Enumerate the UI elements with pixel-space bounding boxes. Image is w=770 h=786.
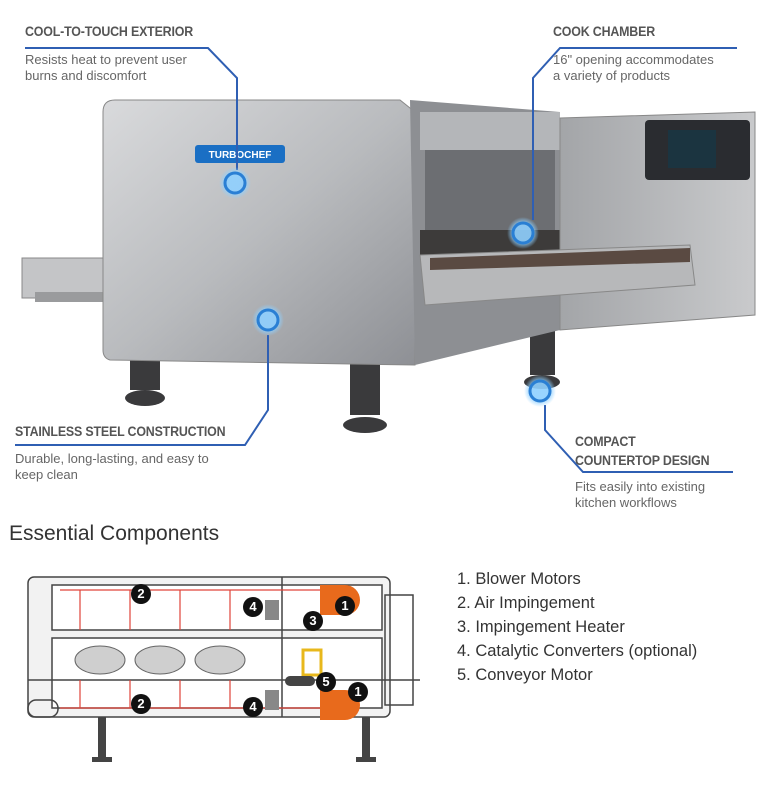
components-list: 1. Blower Motors 2. Air Impingement 3. I… xyxy=(457,567,697,687)
marker-2: 2 xyxy=(131,694,151,714)
control-panel-housing xyxy=(559,111,756,331)
callout-desc-compact: Fits easily into existing kitchen workfl… xyxy=(575,479,705,511)
desc-line: Fits easily into existing xyxy=(575,479,706,494)
component-item: 5. Conveyor Motor xyxy=(457,666,593,684)
component-item: 3. Impingement Heater xyxy=(457,618,625,636)
callout-title-steel: STAINLESS STEEL CONSTRUCTION xyxy=(15,424,226,439)
callout-title-exterior: COOL-TO-TOUCH EXTERIOR xyxy=(25,24,194,39)
marker-1: 1 xyxy=(348,682,368,702)
right-conveyor xyxy=(419,244,696,306)
oven-illustration: TURBOCHEF xyxy=(15,47,756,473)
title-line: COUNTERTOP DESIGN xyxy=(575,453,710,468)
component-item: 2. Air Impingement xyxy=(457,594,595,612)
airflow-arrows xyxy=(60,589,330,709)
component-item: 1. Blower Motors xyxy=(457,570,581,588)
marker-1: 1 xyxy=(335,596,355,616)
marker-4: 4 xyxy=(243,697,263,717)
svg-text:TURBOCHEF: TURBOCHEF xyxy=(209,150,272,161)
ring-compact-icon xyxy=(524,375,556,407)
callout-title-compact: COMPACT COUNTERTOP DESIGN xyxy=(575,432,710,470)
ring-exterior-icon xyxy=(219,167,251,199)
desc-line: Resists heat to prevent user xyxy=(25,52,187,67)
callout-lines xyxy=(15,47,737,473)
desc-line: burns and discomfort xyxy=(25,68,147,83)
callout-desc-steel: Durable, long-lasting, and easy to keep … xyxy=(15,451,209,483)
diagram-legs xyxy=(92,717,376,762)
ring-chamber-icon xyxy=(507,217,539,249)
desc-line: kitchen workflows xyxy=(575,495,677,510)
title-line: COMPACT xyxy=(575,434,636,449)
callout-title-chamber: COOK CHAMBER xyxy=(553,24,655,39)
impingement-heater xyxy=(301,648,323,677)
marker-3: 3 xyxy=(303,611,323,631)
conveyor-motor xyxy=(285,676,315,686)
components-heading: Essential Components xyxy=(9,522,220,545)
callout-desc-chamber: 16" opening accommodates a variety of pr… xyxy=(553,52,714,84)
turbochef-logo: TURBOCHEF xyxy=(195,145,285,163)
marker-4: 4 xyxy=(243,597,263,617)
marker-5: 5 xyxy=(316,672,336,692)
desc-line: Durable, long-lasting, and easy to xyxy=(15,451,209,466)
component-item: 4. Catalytic Converters (optional) xyxy=(457,642,698,660)
marker-2: 2 xyxy=(131,584,151,604)
cook-chamber xyxy=(410,100,560,365)
hotspot-rings xyxy=(219,167,556,407)
ring-steel-icon xyxy=(252,304,284,336)
desc-line: keep clean xyxy=(15,467,78,482)
callout-desc-exterior: Resists heat to prevent user burns and d… xyxy=(25,52,187,84)
desc-line: a variety of products xyxy=(553,68,671,83)
left-conveyor-extension xyxy=(21,257,108,302)
desc-line: 16" opening accommodates xyxy=(553,52,714,67)
